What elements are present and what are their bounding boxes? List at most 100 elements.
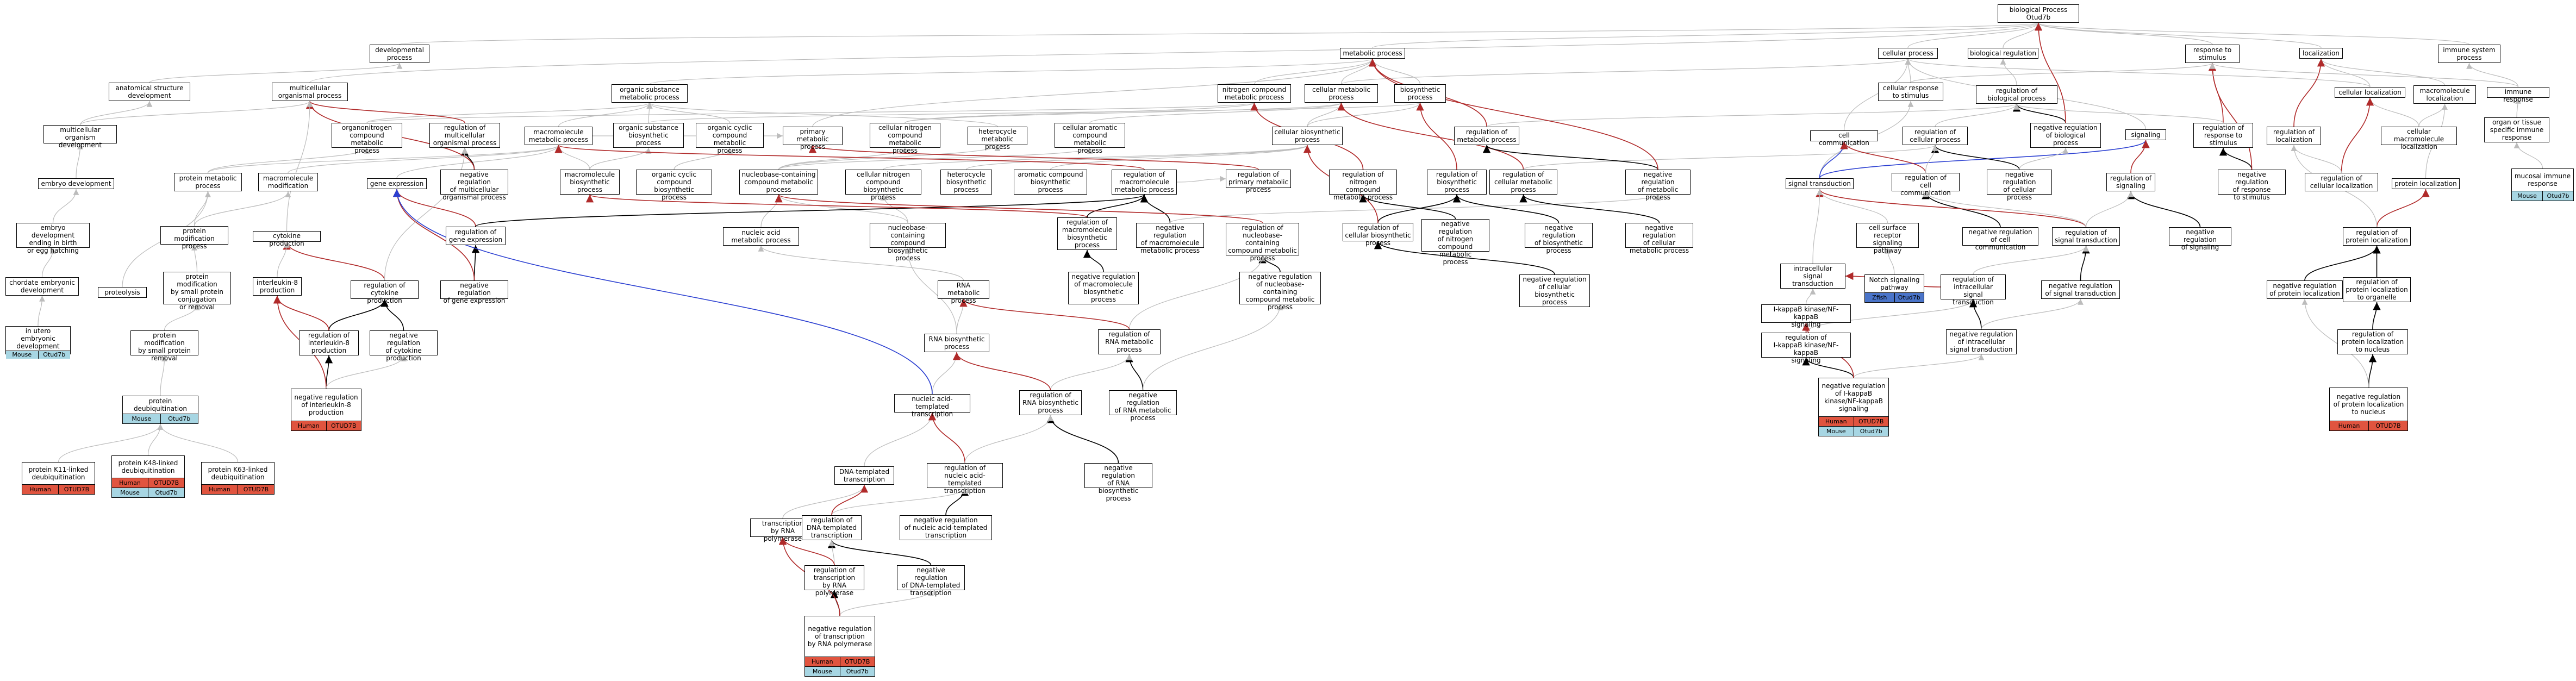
go-term-embdev[interactable]: embryo development [38, 178, 114, 189]
go-term-rpmp[interactable]: regulation of primary metabolic process [1226, 170, 1291, 193]
go-term-onmp[interactable]: organonitrogen compound metabolic proces… [332, 123, 402, 154]
go-term-cytprod[interactable]: cytokine production [253, 231, 321, 247]
go-term-rrnamp[interactable]: regulation of RNA metabolic process [1098, 329, 1161, 354]
go-term-rbsp[interactable]: regulation of biosynthetic process [1427, 170, 1487, 195]
go-term-nrcp[interactable]: negative regulation of cellular process [1987, 170, 2052, 201]
go-term-rrnabp[interactable]: regulation of RNA biosynthetic process [1019, 390, 1082, 415]
go-term-bsp[interactable]: biosynthetic process [1394, 84, 1446, 103]
go-term-pmspr[interactable]: protein modification by small protein re… [130, 330, 198, 362]
go-term-dev[interactable]: developmental process [370, 45, 429, 63]
go-term-nrbp[interactable]: negative regulation of biological proces… [2030, 123, 2101, 148]
go-term-rikbk[interactable]: regulation of I-kappaB kinase/NF-kappaB … [1761, 333, 1851, 364]
go-term-rloc[interactable]: regulation of localization [2267, 127, 2321, 145]
go-term-ccl[interactable]: cellular macromolecule localization [2381, 127, 2457, 151]
go-term-rcbp[interactable]: regulation of cellular biosynthetic proc… [1343, 223, 1413, 247]
go-term-nrpl[interactable]: negative regulation of protein localizat… [2267, 280, 2343, 299]
go-term-rpln[interactable]: regulation of protein localization to nu… [2337, 329, 2408, 354]
go-term-rmmbp[interactable]: regulation of macromolecule biosynthetic… [1057, 217, 1117, 250]
go-term-ikbk[interactable]: I-kappaB kinase/NF-kappaB signaling [1761, 304, 1851, 328]
go-term-rpl[interactable]: regulation of protein localization [2343, 227, 2411, 246]
go-term-nrcc[interactable]: negative regulation of cell communicatio… [1962, 227, 2038, 251]
go-term-loc[interactable]: localization [2299, 48, 2343, 59]
go-term-bioreg[interactable]: biological regulation [1968, 48, 2038, 59]
go-term-nrtrpol[interactable]: negative regulation of transcription by … [804, 616, 875, 677]
go-term-pmod[interactable]: protein modification process [160, 226, 228, 250]
go-term-osm[interactable]: organic substance metabolic process [612, 84, 688, 103]
go-term-immresp[interactable]: immune response [2487, 87, 2549, 103]
go-term-gexp[interactable]: gene expression [367, 178, 427, 189]
go-term-nrmp[interactable]: negative regulation of metabolic process [1625, 170, 1691, 201]
go-term-mmbp[interactable]: macromolecule biosynthetic process [560, 170, 620, 195]
go-term-metab[interactable]: metabolic process [1340, 48, 1405, 59]
go-term-nrikbk[interactable]: negative regulation of I-kappaB kinase/N… [1818, 378, 1889, 436]
go-term-rploc[interactable]: regulation of protein localization to or… [2343, 277, 2411, 302]
go-term-mod[interactable]: multicellular organism development [43, 125, 117, 149]
go-term-sig[interactable]: signaling [2125, 129, 2166, 140]
go-term-protloc[interactable]: protein localization [2392, 178, 2460, 189]
go-term-nametab[interactable]: nucleic acid metabolic process [723, 227, 799, 246]
go-term-nrnbcmp[interactable]: negative regulation of nucleobase-contai… [1239, 272, 1321, 311]
go-term-rmop[interactable]: regulation of multicellular organismal p… [429, 123, 500, 148]
go-term-rst[interactable]: regulation of signal transduction [2052, 227, 2120, 246]
go-term-nrmmmp[interactable]: negative regulation of macromolecule met… [1136, 223, 1204, 254]
go-term-rrs[interactable]: regulation of response to stimulus [2193, 123, 2253, 148]
go-term-ist[interactable]: intracellular signal transduction [1780, 264, 1845, 289]
go-term-nrcyt[interactable]: negative regulation of cytokine producti… [370, 330, 438, 362]
go-term-rnbcmp[interactable]: regulation of nucleobase-containing comp… [1226, 223, 1299, 262]
go-term-rdtt[interactable]: regulation of DNA-templated transcriptio… [802, 515, 862, 540]
go-term-csrsp[interactable]: cell surface receptor signaling pathway [1856, 223, 1919, 254]
go-term-rcc[interactable]: regulation of cell communication [1892, 173, 1960, 197]
go-term-nrrnamp[interactable]: negative regulation of RNA metabolic pro… [1109, 390, 1177, 422]
go-term-cmp[interactable]: cellular metabolic process [1305, 84, 1378, 103]
go-term-rcyt[interactable]: regulation of cytokine production [351, 280, 419, 304]
go-term-nrnatt[interactable]: negative regulation of nucleic acid-temp… [900, 515, 992, 540]
go-term-nrrs[interactable]: negative regulation of response to stimu… [2218, 170, 2286, 201]
go-term-ncm[interactable]: nitrogen compound metabolic process [1218, 84, 1291, 103]
go-term-nrpln[interactable]: negative regulation of protein localizat… [2329, 388, 2408, 431]
go-term-nbcbp[interactable]: nucleobase-containing compound biosynthe… [870, 223, 946, 262]
go-term-macloc[interactable]: macromolecule localization [2413, 85, 2476, 104]
go-term-pmsp[interactable]: protein modification by small protein co… [163, 272, 231, 311]
go-term-osbp[interactable]: organic substance biosynthetic process [613, 123, 684, 148]
go-term-proteo[interactable]: proteolysis [98, 287, 147, 298]
go-term-cncmp[interactable]: cellular nitrogen compound metabolic pro… [870, 123, 940, 154]
go-term-bp[interactable]: biological Process Otud7b [1998, 4, 2079, 23]
go-term-nrncmp[interactable]: negative regulation of nitrogen compound… [1421, 219, 1489, 266]
go-term-osimm[interactable]: organ or tissue specific immune response [2484, 117, 2549, 142]
go-term-dtt[interactable]: DNA-templated transcription [834, 466, 894, 485]
go-term-nrcmp[interactable]: negative regulation of cellular metaboli… [1625, 223, 1693, 254]
go-term-edeh[interactable]: embryo development ending in birth or eg… [16, 223, 90, 254]
go-term-nrist[interactable]: negative regulation of intracellular sig… [1946, 329, 2017, 354]
go-term-ced[interactable]: chordate embryonic development [5, 277, 79, 296]
go-term-regbp[interactable]: regulation of biological process [1976, 85, 2057, 104]
go-term-nrsig[interactable]: negative regulation of signaling [2169, 227, 2231, 251]
go-term-hbp[interactable]: heterocycle biosynthetic process [940, 170, 992, 195]
go-term-nrmmbp[interactable]: negative regulation of macromolecule bio… [1068, 272, 1139, 304]
go-term-st[interactable]: signal transduction [1786, 178, 1854, 189]
go-term-cncbp[interactable]: cellular nitrogen compound biosynthetic … [845, 170, 921, 201]
go-term-nril8[interactable]: negative regulation of interleukin-8 pro… [291, 389, 361, 431]
go-term-rtrpol[interactable]: regulation of transcription by RNA polym… [804, 565, 864, 597]
go-term-nrdtt[interactable]: negative regulation of DNA-templated tra… [897, 565, 965, 597]
go-term-nrcbp[interactable]: negative regulation of cellular biosynth… [1519, 274, 1590, 307]
go-term-rcmp[interactable]: regulation of cellular metabolic process [1489, 170, 1557, 195]
go-term-cc[interactable]: cell communication [1810, 130, 1878, 147]
go-term-nrmop[interactable]: negative regulation of multicellular org… [440, 170, 508, 201]
go-term-crs[interactable]: cellular response to stimulus [1878, 83, 1943, 101]
go-term-hmp[interactable]: heterocycle metabolic process [968, 127, 1027, 151]
go-term-rcp[interactable]: regulation of cellular process [1903, 127, 1968, 145]
go-term-rge[interactable]: regulation of gene expression [446, 227, 506, 245]
go-term-cbp[interactable]: cellular biosynthetic process [1272, 127, 1343, 145]
go-term-nbcmp[interactable]: nucleobase-containing compound metabolic… [739, 170, 818, 195]
go-term-nrge[interactable]: negative regulation of gene expression [440, 280, 508, 304]
go-term-asd[interactable]: anatomical structure development [109, 83, 190, 101]
go-term-acbp[interactable]: aromatic compound biosynthetic process [1014, 170, 1087, 195]
go-term-occmp[interactable]: organic cyclic compound metabolic proces… [696, 123, 764, 154]
go-term-cellp[interactable]: cellular process [1878, 48, 1938, 59]
